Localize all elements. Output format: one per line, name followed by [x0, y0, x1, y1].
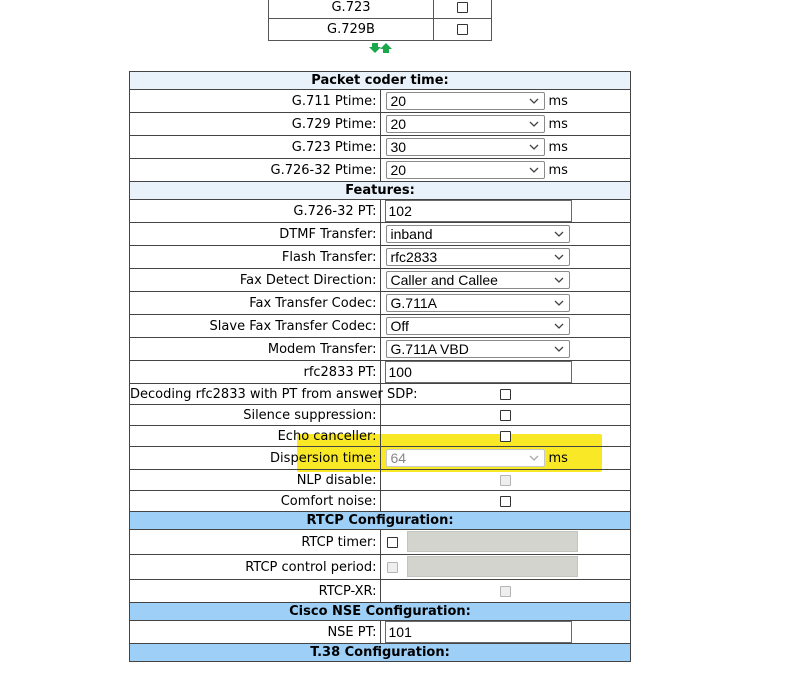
chevron-down-icon: [554, 254, 563, 260]
g723-ptime-select[interactable]: 30: [385, 138, 545, 156]
unit-label: ms: [548, 139, 568, 155]
g726-pt-label: G.726-32 PT:: [129, 199, 381, 223]
g726-ptime-select[interactable]: 20: [385, 161, 545, 179]
rtcp-xr-checkbox: [499, 585, 511, 597]
rtcp-timer-checkbox[interactable]: [386, 536, 398, 548]
echo-label: Echo canceller:: [129, 425, 381, 447]
chevron-down-icon: [529, 98, 538, 104]
g729-ptime-row: G.729 Ptime: 20 ms: [129, 112, 631, 136]
g726-pt-input[interactable]: 102: [384, 200, 572, 222]
nlp-row: NLP disable:: [129, 469, 631, 491]
dtmf-row: DTMF Transfer: inband: [129, 222, 631, 246]
comfort-checkbox[interactable]: [499, 495, 511, 507]
g726-ptime-row: G.726-32 Ptime: 20 ms: [129, 158, 631, 182]
t38-header: T.38 Configuration:: [129, 643, 631, 662]
comfort-label: Comfort noise:: [129, 490, 381, 512]
slave-fax-row: Slave Fax Transfer Codec: Off: [129, 314, 631, 338]
chevron-down-icon: [529, 121, 538, 127]
nlp-checkbox: [499, 474, 511, 486]
rtcp-control-label: RTCP control period:: [129, 554, 381, 580]
unit-label: ms: [548, 162, 568, 178]
rfc2833-pt-input[interactable]: 100: [384, 361, 572, 383]
chevron-down-icon: [554, 231, 563, 237]
unit-label: ms: [548, 116, 568, 132]
codec-list-table: G.723 G.729B: [268, 0, 492, 41]
nse-pt-input[interactable]: 101: [384, 621, 572, 643]
chevron-down-icon: [554, 277, 563, 283]
fax-detect-row: Fax Detect Direction: Caller and Callee: [129, 268, 631, 292]
chevron-down-icon: [529, 144, 538, 150]
chevron-down-icon: [554, 300, 563, 306]
rtcp-xr-label: RTCP-XR:: [129, 579, 381, 603]
dispersion-row: Dispersion time: 64 ms: [129, 446, 631, 470]
echo-checkbox[interactable]: [499, 430, 511, 442]
g711-ptime-select[interactable]: 20: [385, 92, 545, 110]
codec-name: G.729B: [268, 18, 434, 41]
nse-pt-row: NSE PT: 101: [129, 620, 631, 644]
nse-header: Cisco NSE Configuration:: [129, 602, 631, 621]
g711-ptime-row: G.711 Ptime: 20 ms: [129, 89, 631, 113]
nlp-label: NLP disable:: [129, 469, 381, 491]
fax-detect-select[interactable]: Caller and Callee: [385, 271, 570, 289]
chevron-down-icon: [554, 346, 563, 352]
slave-fax-select[interactable]: Off: [385, 317, 570, 335]
fax-codec-select[interactable]: G.711A: [385, 294, 570, 312]
g726-pt-row: G.726-32 PT: 102: [129, 199, 631, 223]
modem-row: Modem Transfer: G.711A VBD: [129, 337, 631, 361]
dispersion-select: 64: [385, 449, 545, 467]
unit-label: ms: [548, 450, 568, 466]
voice-settings-table: Packet coder time: G.711 Ptime: 20 ms G.…: [129, 71, 631, 662]
codec-checkbox[interactable]: [457, 2, 468, 13]
rtcp-control-checkbox: [386, 561, 398, 573]
chevron-down-icon: [529, 455, 538, 461]
chevron-down-icon: [554, 323, 563, 329]
rfc2833-pt-label: rfc2833 PT:: [129, 360, 381, 384]
g729-ptime-label: G.729 Ptime:: [129, 112, 381, 136]
g711-ptime-label: G.711 Ptime:: [129, 89, 381, 113]
dispersion-label: Dispersion time:: [129, 446, 381, 470]
codec-name: G.723: [268, 0, 434, 19]
codec-row: G.723: [268, 0, 492, 19]
g726-ptime-label: G.726-32 Ptime:: [129, 158, 381, 182]
modem-select[interactable]: G.711A VBD: [385, 340, 570, 358]
fax-codec-row: Fax Transfer Codec: G.711A: [129, 291, 631, 315]
nse-pt-label: NSE PT:: [129, 620, 381, 644]
features-header: Features:: [129, 181, 631, 200]
rtcp-timer-field: [406, 531, 578, 552]
silence-label: Silence suppression:: [129, 404, 381, 426]
packet-coder-header: Packet coder time:: [129, 71, 631, 90]
silence-checkbox[interactable]: [499, 409, 511, 421]
rtcp-xr-row: RTCP-XR:: [129, 579, 631, 603]
decoding-row: Decoding rfc2833 with PT from answer SDP…: [129, 383, 631, 405]
rfc2833-pt-row: rfc2833 PT: 100: [129, 360, 631, 384]
chevron-down-icon: [529, 167, 538, 173]
decoding-label: Decoding rfc2833 with PT from answer SDP…: [129, 383, 417, 405]
flash-select[interactable]: rfc2833: [385, 248, 570, 266]
dtmf-label: DTMF Transfer:: [129, 222, 381, 246]
comfort-row: Comfort noise:: [129, 490, 631, 512]
g723-ptime-label: G.723 Ptime:: [129, 135, 381, 159]
slave-fax-label: Slave Fax Transfer Codec:: [129, 314, 381, 338]
flash-label: Flash Transfer:: [129, 245, 381, 269]
codec-row: G.729B: [268, 18, 492, 41]
rtcp-timer-row: RTCP timer:: [129, 529, 631, 555]
rtcp-header: RTCP Configuration:: [129, 511, 631, 530]
rtcp-control-field: [406, 556, 578, 577]
modem-label: Modem Transfer:: [129, 337, 381, 361]
flash-row: Flash Transfer: rfc2833: [129, 245, 631, 269]
up-down-arrows-icon[interactable]: [369, 42, 393, 54]
silence-row: Silence suppression:: [129, 404, 631, 426]
fax-codec-label: Fax Transfer Codec:: [129, 291, 381, 315]
rtcp-control-row: RTCP control period:: [129, 554, 631, 580]
g723-ptime-row: G.723 Ptime: 30 ms: [129, 135, 631, 159]
fax-detect-label: Fax Detect Direction:: [129, 268, 381, 292]
codec-checkbox[interactable]: [457, 24, 468, 35]
g729-ptime-select[interactable]: 20: [385, 115, 545, 133]
rtcp-timer-label: RTCP timer:: [129, 529, 381, 555]
decoding-checkbox[interactable]: [499, 388, 511, 400]
echo-row: Echo canceller:: [129, 425, 631, 447]
dtmf-select[interactable]: inband: [385, 225, 570, 243]
unit-label: ms: [548, 93, 568, 109]
